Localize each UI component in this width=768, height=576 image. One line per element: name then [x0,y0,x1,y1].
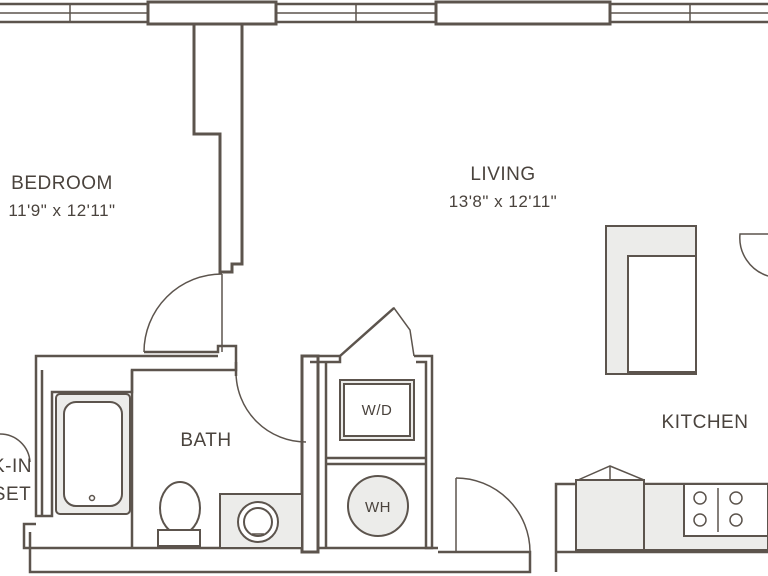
burner-4 [729,513,743,527]
bathtub-drain [88,494,96,502]
bath-label: BATH [180,430,231,451]
toilet-bowl [159,481,201,535]
bottom-wall [28,532,532,574]
dining-table [739,233,768,277]
burner-2 [729,491,743,505]
kitchen-label: KITCHEN [662,412,749,433]
bedroom-label: BEDROOM [11,173,113,194]
wall-pier-left [146,0,278,26]
cooktop [683,483,768,537]
closet-label-line1: K-IN [0,456,32,477]
toilet-tank [157,529,201,547]
refrigerator-door-arc [577,465,645,481]
bath-right-wall [300,354,320,554]
washer-dryer-top [343,383,411,437]
entry-door-swing [455,477,531,553]
closet-label-line2: SET [0,484,31,505]
bath-door-swing [235,371,307,443]
bathtub-basin [63,401,123,507]
bedroom-door-swing [143,273,223,353]
laundry-door-leaf [339,307,395,357]
closet-door-swing [0,433,31,463]
water-heater [347,475,409,537]
wall-pier-right [434,0,612,26]
sink-basin [243,507,273,537]
laundry-wall-right [414,354,434,550]
water-heater-label: WH [365,499,391,516]
bath-bottom-wall [22,522,132,550]
laundry-door-swing [339,306,415,357]
living-label: LIVING [470,164,535,185]
burner-3 [693,513,707,527]
washer-dryer-label: W/D [362,402,393,419]
bedroom-dimensions: 11'9" x 12'11" [8,201,115,220]
top-exterior-wall [0,2,768,24]
refrigerator [575,479,645,551]
bath-walls [34,344,238,548]
bedroom-living-partition [180,22,244,274]
sofa-cushion [627,255,697,373]
burner-1 [693,491,707,505]
living-dimensions: 13'8" x 12'11" [449,192,557,211]
